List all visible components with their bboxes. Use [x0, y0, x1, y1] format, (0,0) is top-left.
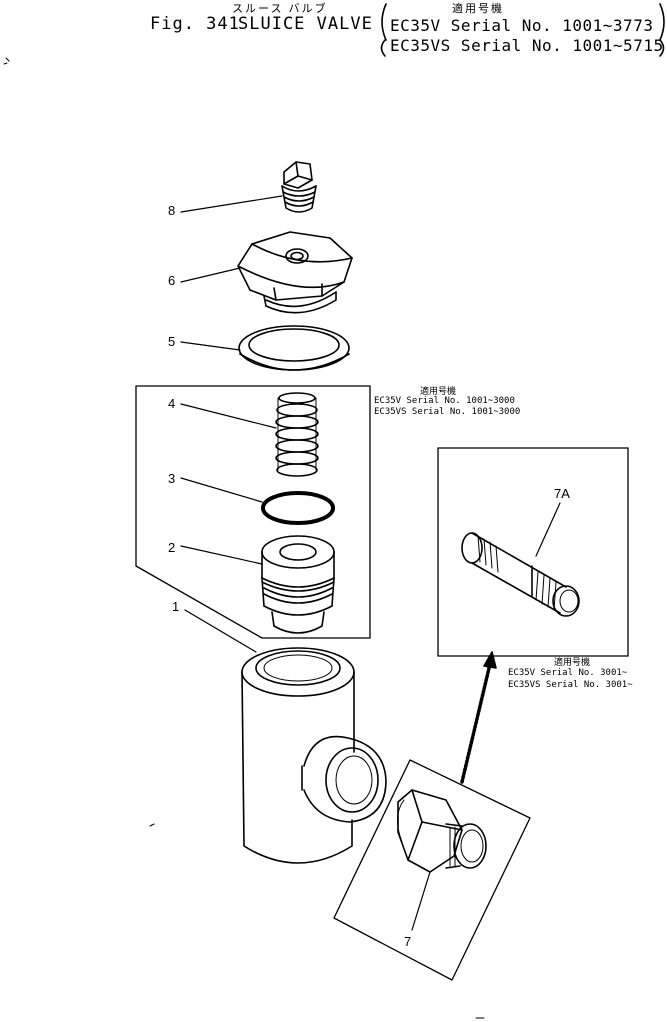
lower-inset-serial-2: EC35VS Serial No. 3001~	[508, 680, 633, 690]
cap-nut-part-6	[180, 231, 353, 314]
plug-part-8	[180, 161, 317, 213]
stray-mark	[149, 823, 155, 827]
header-brackets	[380, 3, 665, 57]
callout-1: 1	[172, 599, 180, 614]
stray-mark	[3, 57, 10, 65]
tee-body-part-1	[184, 609, 387, 864]
figure-title: SLUICE VALVE	[238, 14, 373, 34]
upper-inset-heading: 適用号機	[420, 386, 457, 396]
upper-inset-serial-2: EC35VS Serial No. 1001~3000	[374, 407, 521, 417]
callout-6: 6	[168, 273, 176, 288]
callout-2: 2	[168, 540, 176, 555]
callout-5: 5	[168, 334, 176, 349]
o-ring-part-3	[180, 477, 335, 525]
lower-inset-frame	[333, 759, 531, 981]
reference-arrow	[460, 651, 497, 784]
figure-number: Fig. 341	[150, 14, 240, 34]
lower-inset-heading: 適用号機	[554, 657, 591, 667]
pipe-nipple-part-7a	[461, 502, 580, 617]
lower-inset-serial-1: EC35V Serial No. 3001~	[508, 668, 628, 678]
japanese-title: スルース バルブ	[232, 3, 328, 15]
callout-7a: 7A	[554, 486, 570, 501]
callout-4: 4	[168, 396, 176, 411]
part-7a-inset-frame	[437, 447, 629, 657]
header-serial-line-2: EC35VS Serial No. 1001~5715	[390, 36, 664, 55]
callout-3: 3	[168, 471, 176, 486]
valve-insert-part-2	[180, 535, 335, 634]
upper-inset-serial-1: EC35V Serial No. 1001~3000	[374, 396, 515, 406]
spring-part-4	[180, 392, 319, 477]
washer-part-5	[180, 325, 350, 371]
hex-nipple-part-7	[397, 789, 487, 931]
upper-inset-frame	[135, 385, 371, 639]
callout-7: 7	[404, 934, 412, 949]
header-serial-line-1: EC35V Serial No. 1001~3773	[390, 16, 654, 35]
japanese-applicable-label: 適用号機	[452, 3, 504, 15]
callout-8: 8	[168, 203, 176, 218]
